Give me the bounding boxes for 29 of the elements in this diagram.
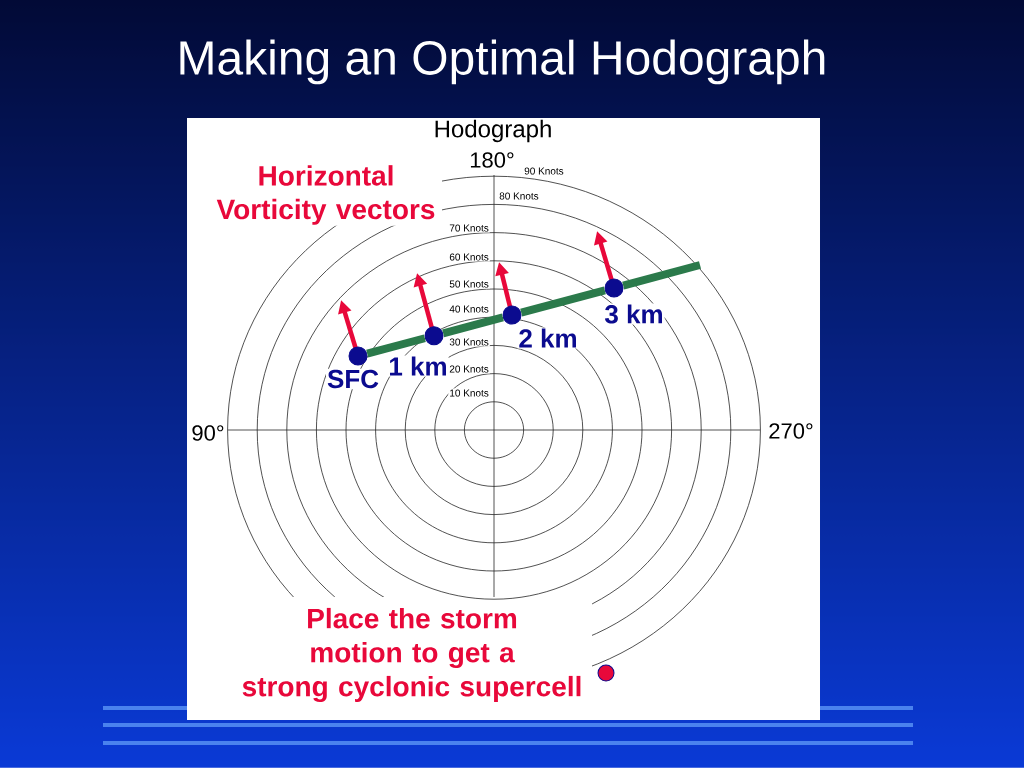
axis-label: 90° <box>190 424 226 442</box>
point-label: 2 km <box>517 327 579 349</box>
hodograph-line <box>520 286 606 317</box>
axis-label: 180° <box>468 151 516 169</box>
note-text: Place the storm motion to get a strong cyclonic supercell <box>242 607 581 703</box>
callout-text: Horizontal Vorticity vectors <box>210 164 442 226</box>
ring-label: 60 Knots <box>448 252 490 262</box>
point-label: 1 km <box>387 355 449 377</box>
point-label: SFC <box>326 368 380 390</box>
ring-label: 10 Knots <box>448 388 490 398</box>
hodograph-line <box>442 313 504 338</box>
point-marker <box>597 664 615 682</box>
point-marker <box>348 346 368 366</box>
axis-label: 270° <box>767 422 815 440</box>
point-marker <box>502 305 522 325</box>
ring-label: 50 Knots <box>448 279 490 289</box>
hodograph-line <box>622 261 702 290</box>
hodograph-line <box>366 334 426 358</box>
ring-label: 80 Knots <box>498 191 540 201</box>
ring-label: 90 Knots <box>523 166 565 176</box>
slide-title: Making an Optimal Hodograph <box>180 39 825 85</box>
ring-label: 20 Knots <box>448 364 490 374</box>
chart-title: Hodograph <box>432 118 554 144</box>
point-label: 3 km <box>603 303 665 325</box>
ring-label: 70 Knots <box>448 223 490 233</box>
ring-label: 30 Knots <box>448 337 490 347</box>
ring-label: 40 Knots <box>448 304 490 314</box>
point-marker <box>424 326 444 346</box>
point-marker <box>604 278 624 298</box>
